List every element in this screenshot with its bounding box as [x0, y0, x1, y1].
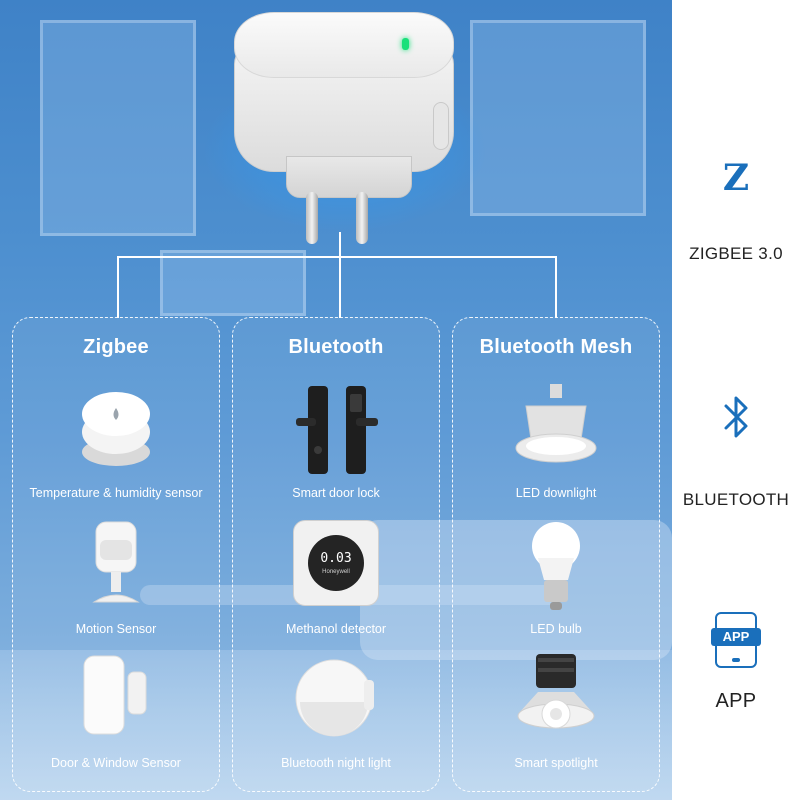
- smart-door-lock-icon: [296, 386, 378, 474]
- background-window: [470, 20, 646, 216]
- panel-zigbee: Zigbee Temperature & humidity sensor Mot…: [12, 317, 220, 792]
- device-item: Bluetooth night light: [233, 644, 439, 776]
- panel-title: Bluetooth: [288, 336, 384, 358]
- hub-side-button: [433, 102, 449, 150]
- device-item: Motion Sensor: [13, 510, 219, 642]
- connector-line: [117, 256, 557, 258]
- zigbee-block: Z ZIGBEE 3.0: [672, 158, 800, 264]
- device-item: LED bulb: [453, 510, 659, 642]
- connector-line: [555, 256, 557, 318]
- night-light-icon: [295, 659, 374, 737]
- device-label: LED bulb: [530, 622, 582, 636]
- background-window: [40, 20, 196, 236]
- background-window: [160, 250, 306, 316]
- hub-plug-base: [286, 156, 412, 198]
- app-block: APP APP: [672, 612, 800, 713]
- panel-bluetooth: Bluetooth Smart door lock 0.03 Honeywell…: [232, 317, 440, 792]
- led-bulb-icon: [532, 522, 580, 610]
- bluetooth-label: BLUETOOTH: [682, 490, 790, 509]
- detector-screen: 0.03 Honeywell: [308, 535, 364, 591]
- device-item: 0.03 Honeywell Methanol detector: [233, 510, 439, 642]
- connector-line: [339, 256, 341, 318]
- detector-brand: Honeywell: [322, 569, 350, 575]
- connector-line: [117, 256, 119, 318]
- device-item: Smart spotlight: [453, 644, 659, 776]
- device-label: Smart door lock: [292, 486, 380, 500]
- motion-sensor-icon: [92, 521, 140, 603]
- protocol-sidebar: Z ZIGBEE 3.0 BLUETOOTH APP APP: [672, 0, 800, 800]
- device-item: LED downlight: [453, 374, 659, 506]
- app-label: APP: [715, 690, 757, 712]
- connector-line: [339, 232, 341, 258]
- device-label: Smart spotlight: [514, 756, 598, 770]
- temperature-humidity-sensor-icon: [82, 392, 150, 466]
- hub-top: [234, 12, 454, 78]
- panel-title: Bluetooth Mesh: [479, 336, 633, 358]
- zigbee-label: ZIGBEE 3.0: [689, 244, 783, 263]
- panel-bluetooth-mesh: Bluetooth Mesh LED downlight LED bulb: [452, 317, 660, 792]
- device-label: Temperature & humidity sensor: [29, 486, 203, 500]
- app-phone-icon: APP: [711, 612, 761, 668]
- device-item: Temperature & humidity sensor: [13, 374, 219, 506]
- smart-spotlight-icon: [517, 654, 595, 729]
- zigbee-icon: Z: [722, 157, 750, 199]
- bluetooth-icon: [724, 396, 748, 438]
- methanol-detector-icon: 0.03 Honeywell: [293, 520, 379, 606]
- gateway-hub: [226, 10, 460, 250]
- app-badge: APP: [711, 628, 761, 646]
- device-item: Smart door lock: [233, 374, 439, 506]
- device-label: Methanol detector: [285, 622, 387, 636]
- plug-pin: [356, 192, 368, 244]
- device-label: LED downlight: [515, 486, 597, 500]
- device-label: Motion Sensor: [75, 622, 157, 636]
- device-item: Door & Window Sensor: [13, 644, 219, 776]
- door-window-sensor-icon: [83, 655, 147, 735]
- led-downlight-icon: [515, 384, 597, 463]
- device-label: Bluetooth night light: [281, 756, 391, 770]
- panel-title: Zigbee: [83, 336, 149, 358]
- detector-reading: 0.03: [320, 551, 352, 566]
- product-scene: Zigbee Temperature & humidity sensor Mot…: [0, 0, 672, 800]
- phone-home-button: [732, 658, 740, 662]
- plug-pin: [306, 192, 318, 244]
- bluetooth-block: BLUETOOTH: [672, 392, 800, 510]
- background-sofa: [360, 520, 672, 660]
- device-label: Door & Window Sensor: [51, 756, 181, 770]
- status-led: [402, 38, 409, 50]
